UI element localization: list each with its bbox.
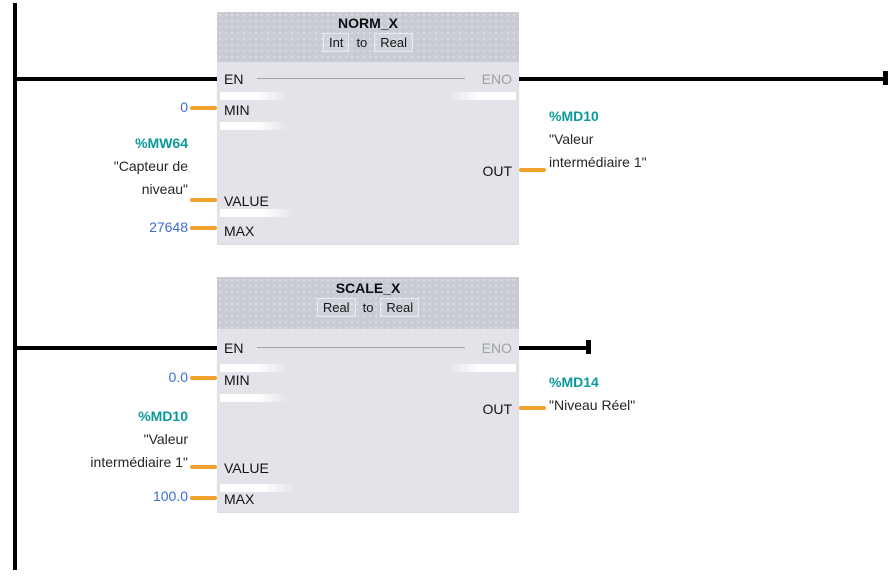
norm-pin-en[interactable]: EN xyxy=(224,71,244,87)
scale-pin-en[interactable]: EN xyxy=(224,340,244,356)
operand-name-line: niveau" xyxy=(141,181,188,197)
scale-block-header[interactable]: SCALE_X Real to Real xyxy=(217,277,519,329)
scale-min-connector[interactable] xyxy=(190,376,217,380)
norm-value-connector[interactable] xyxy=(190,198,217,202)
scale-block-title[interactable]: SCALE_X xyxy=(335,280,401,296)
scale-pin-max[interactable]: MAX xyxy=(224,491,255,507)
norm-min-connector[interactable] xyxy=(190,106,217,110)
scale-en-operand-highlight xyxy=(220,364,288,372)
scale-x-block[interactable]: SCALE_X Real to Real EN ENO MIN VALUE MA… xyxy=(217,277,519,513)
operand-address[interactable]: %MD10 xyxy=(549,108,599,124)
scale-max-connector[interactable] xyxy=(190,496,217,500)
norm-max-operand[interactable]: 27648 xyxy=(149,219,188,235)
operand-address[interactable]: %MD10 xyxy=(138,408,188,424)
scale-pin-eno[interactable]: ENO xyxy=(481,340,512,356)
norm-max-connector[interactable] xyxy=(190,226,217,230)
operand-address[interactable]: %MW64 xyxy=(135,135,188,151)
norm-pin-min[interactable]: MIN xyxy=(224,102,250,118)
norm-value-operand[interactable]: %MW64 "Capteur de niveau" xyxy=(20,132,188,201)
norm-pin-out[interactable]: OUT xyxy=(482,163,512,179)
norm-type-row: Int to Real xyxy=(217,33,519,52)
norm-out-connector[interactable] xyxy=(519,168,546,172)
norm-en-eno-line xyxy=(257,78,465,79)
scale-out-connector[interactable] xyxy=(519,406,546,410)
norm-min-operand-highlight xyxy=(220,122,288,130)
scale-type-to-select[interactable]: Real xyxy=(380,298,420,317)
scale-wire-end-tick xyxy=(586,340,591,354)
operand-address[interactable]: %MD14 xyxy=(549,374,599,390)
scale-value-operand-highlight xyxy=(220,484,296,492)
scale-pin-value[interactable]: VALUE xyxy=(224,460,269,476)
norm-block-header[interactable]: NORM_X Int to Real xyxy=(217,12,519,62)
norm-pin-eno[interactable]: ENO xyxy=(481,71,512,87)
norm-out-operand[interactable]: %MD10 "Valeur intermédiaire 1" xyxy=(549,105,779,174)
scale-pin-min[interactable]: MIN xyxy=(224,372,250,388)
operand-name-line: intermédiaire 1" xyxy=(549,154,647,170)
operand-name-line: "Valeur xyxy=(143,431,188,447)
operand-name-line: intermédiaire 1" xyxy=(90,454,188,470)
scale-value-operand[interactable]: %MD10 "Valeur intermédiaire 1" xyxy=(20,405,188,474)
scale-type-row: Real to Real xyxy=(217,298,519,317)
norm-x-block[interactable]: NORM_X Int to Real EN ENO MIN VALUE MAX … xyxy=(217,12,519,245)
scale-en-eno-line xyxy=(257,347,465,348)
scale-min-operand-highlight xyxy=(220,394,288,402)
norm-wire-end-tick xyxy=(883,71,888,85)
scale-en-wire xyxy=(13,346,217,350)
scale-min-operand[interactable]: 0.0 xyxy=(168,369,188,385)
norm-type-from-select[interactable]: Int xyxy=(322,33,350,52)
scale-eno-wire xyxy=(519,346,590,350)
norm-block-title[interactable]: NORM_X xyxy=(338,15,398,31)
norm-type-to-word: to xyxy=(356,35,368,50)
operand-name-line: "Capteur de xyxy=(113,158,188,174)
operand-name-line: "Niveau Réel" xyxy=(549,397,636,413)
scale-value-connector[interactable] xyxy=(190,465,217,469)
scale-out-operand[interactable]: %MD14 "Niveau Réel" xyxy=(549,371,779,417)
norm-eno-operand-highlight xyxy=(448,92,516,100)
norm-pin-value[interactable]: VALUE xyxy=(224,193,269,209)
norm-value-operand-highlight xyxy=(220,209,296,217)
norm-type-to-select[interactable]: Real xyxy=(374,33,414,52)
norm-en-operand-highlight xyxy=(220,92,288,100)
norm-pin-max[interactable]: MAX xyxy=(224,223,255,239)
scale-max-operand[interactable]: 100.0 xyxy=(152,488,188,504)
norm-eno-wire xyxy=(519,77,888,81)
operand-name-line: "Valeur xyxy=(549,131,594,147)
power-rail xyxy=(13,3,17,570)
norm-en-wire xyxy=(13,77,217,81)
scale-type-from-select[interactable]: Real xyxy=(316,298,356,317)
scale-pin-out[interactable]: OUT xyxy=(482,401,512,417)
scale-eno-operand-highlight xyxy=(448,364,516,372)
norm-min-operand[interactable]: 0 xyxy=(180,99,188,115)
scale-type-to-word: to xyxy=(362,300,374,315)
